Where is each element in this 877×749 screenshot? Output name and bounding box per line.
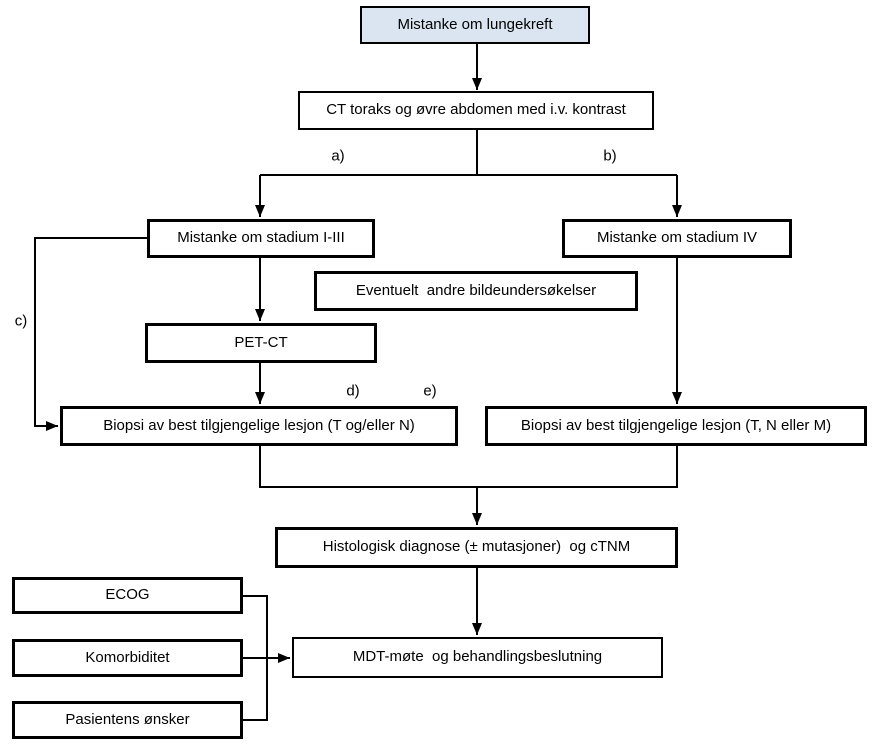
node-label: MDT-møte og behandlingsbeslutning [352, 648, 603, 666]
node-ecog: ECOG [12, 577, 243, 614]
annotation-a: a) [331, 147, 345, 165]
node-label: ECOG [105, 586, 150, 604]
node-label: Mistanke om lungekreft [397, 15, 553, 33]
annotation-c: c) [14, 312, 28, 330]
node-other-imaging: Eventuelt andre bildeundersøkelser [314, 271, 638, 311]
node-label: Histologisk diagnose (± mutasjoner) og c… [322, 538, 631, 556]
node-suspected-lung-cancer: Mistanke om lungekreft [360, 6, 590, 44]
node-label: Komorbiditet [85, 648, 170, 666]
arrow-c-branch-to-biopsy-left [34, 237, 147, 431]
connector-biopsy-merge [259, 446, 678, 488]
node-suspected-stage-1-3: Mistanke om stadium I-III [147, 219, 375, 258]
node-label: Biopsi av best tilgjengelige lesjon (T o… [103, 416, 415, 434]
node-ct-thorax-abdomen: CT toraks og øvre abdomen med i.v. kontr… [298, 91, 654, 130]
node-mdt-meeting: MDT-møte og behandlingsbeslutning [292, 637, 663, 678]
node-comorbidity: Komorbiditet [12, 639, 243, 677]
node-histologic-diagnosis: Histologisk diagnose (± mutasjoner) og c… [275, 527, 678, 568]
node-label: CT toraks og øvre abdomen med i.v. kontr… [326, 101, 626, 119]
node-label: Pasientens ønsker [65, 710, 190, 728]
node-label: Mistanke om stadium IV [596, 229, 758, 247]
node-label: Mistanke om stadium I-III [177, 229, 345, 247]
node-biopsy-t-n-m: Biopsi av best tilgjengelige lesjon (T, … [485, 406, 867, 446]
node-patient-wishes: Pasientens ønsker [12, 701, 243, 739]
node-suspected-stage-4: Mistanke om stadium IV [562, 219, 792, 258]
annotation-d: d) [346, 382, 360, 400]
node-label: PET-CT [234, 333, 288, 351]
node-pet-ct: PET-CT [145, 323, 377, 363]
node-label: Eventuelt andre bildeundersøkelser [355, 281, 597, 299]
annotation-b: b) [603, 147, 617, 165]
annotation-e: e) [423, 382, 437, 400]
node-label: Biopsi av best tilgjengelige lesjon (T, … [520, 416, 832, 434]
node-biopsy-t-n: Biopsi av best tilgjengelige lesjon (T o… [60, 406, 458, 446]
